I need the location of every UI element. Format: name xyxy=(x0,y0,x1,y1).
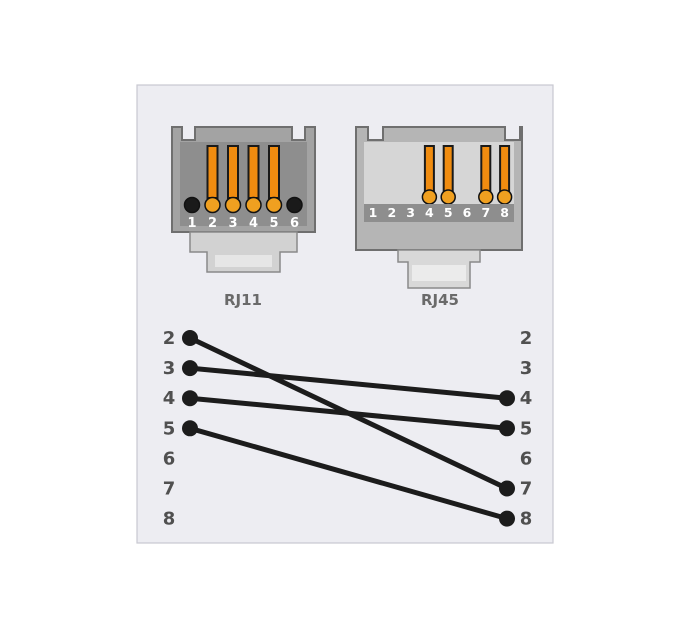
right-pin-label: 8 xyxy=(520,509,533,530)
rj11-pin-dot-1 xyxy=(183,196,201,214)
left-endpoint-2 xyxy=(182,330,198,346)
rj11-contact-4 xyxy=(247,145,260,199)
rj45-pin-dot-7 xyxy=(478,189,494,205)
left-pin-label: 8 xyxy=(163,509,176,530)
wire-4-to-5 xyxy=(187,395,510,431)
left-endpoint-4 xyxy=(182,390,198,407)
rj45-pin-label: 5 xyxy=(444,205,453,220)
left-pin-label: 7 xyxy=(163,479,176,500)
left-endpoint-3 xyxy=(182,360,198,377)
rj45-contact-4 xyxy=(423,145,435,193)
rj45-pin-dot-8 xyxy=(496,189,513,205)
left-pin-label: 3 xyxy=(163,358,176,379)
wire-endpoints xyxy=(182,330,515,527)
right-pin-labels: 2 3 4 5 6 7 8 xyxy=(520,328,533,530)
right-pin-label: 3 xyxy=(520,358,533,379)
rj11-tab-slot xyxy=(215,255,272,267)
rj45-pin-label: 8 xyxy=(500,205,509,220)
rj45-label: RJ45 xyxy=(421,291,459,309)
rj11-pin-label: 6 xyxy=(290,216,299,231)
left-endpoint-5 xyxy=(182,420,198,437)
rj11-contact-2 xyxy=(206,145,219,199)
rj45-pin-label: 2 xyxy=(387,205,396,220)
rj11-contact-3 xyxy=(227,145,239,199)
rj11-face xyxy=(180,142,307,226)
right-endpoint-5 xyxy=(499,420,515,437)
right-pin-label: 2 xyxy=(520,328,533,349)
wire-group xyxy=(187,335,510,522)
rj45-contact-5 xyxy=(442,145,454,193)
rj11-pin-dot-4 xyxy=(245,196,262,214)
rj45-contact-7 xyxy=(480,145,492,193)
wire-5-to-8 xyxy=(187,425,510,522)
rj45-contacts xyxy=(421,145,513,205)
rj11-pin-dot-3 xyxy=(224,196,242,214)
rj45-pin-dot-4 xyxy=(421,189,438,205)
rj45-pin-dot-5 xyxy=(440,189,456,205)
right-pin-label: 4 xyxy=(520,388,533,409)
left-pin-label: 6 xyxy=(163,448,176,469)
rj11-pin-label: 1 xyxy=(187,216,196,231)
left-pin-label: 2 xyxy=(163,328,176,349)
rj45-pin-label: 3 xyxy=(406,205,415,220)
rj45-contact-8 xyxy=(499,145,511,193)
right-endpoint-4 xyxy=(499,390,515,407)
rj45-label-strip xyxy=(364,204,514,222)
right-pin-label: 7 xyxy=(520,479,533,500)
rj11-contacts xyxy=(183,145,303,214)
rj11-pin-dot-5 xyxy=(265,196,283,214)
rj11-pin-dot-6 xyxy=(286,196,303,214)
rj45-pin-label: 6 xyxy=(463,205,472,220)
right-endpoint-7 xyxy=(499,480,515,497)
rj45-tab-slot xyxy=(412,265,466,281)
left-pin-labels: 2 3 4 5 6 7 8 xyxy=(163,328,176,530)
rj11-pin-label: 5 xyxy=(269,216,278,231)
left-pin-label: 5 xyxy=(163,418,176,439)
rj11-contact-5 xyxy=(268,145,280,199)
left-pin-label: 4 xyxy=(163,388,176,409)
rj45-pin-label: 7 xyxy=(481,205,490,220)
wire-3-to-4 xyxy=(187,365,510,401)
rj11-label: RJ11 xyxy=(224,291,262,309)
rj11-pin-dot-2 xyxy=(204,196,221,214)
rj11-pin-label: 3 xyxy=(228,216,237,231)
rj45-pin-label: 4 xyxy=(425,205,434,220)
right-pin-label: 5 xyxy=(520,418,533,439)
rj11-pin-label: 2 xyxy=(208,216,217,231)
rj11-pin-label: 4 xyxy=(249,216,258,231)
right-pin-label: 6 xyxy=(520,448,533,469)
rj45-pin-label: 1 xyxy=(369,205,378,220)
right-endpoint-8 xyxy=(499,510,515,527)
